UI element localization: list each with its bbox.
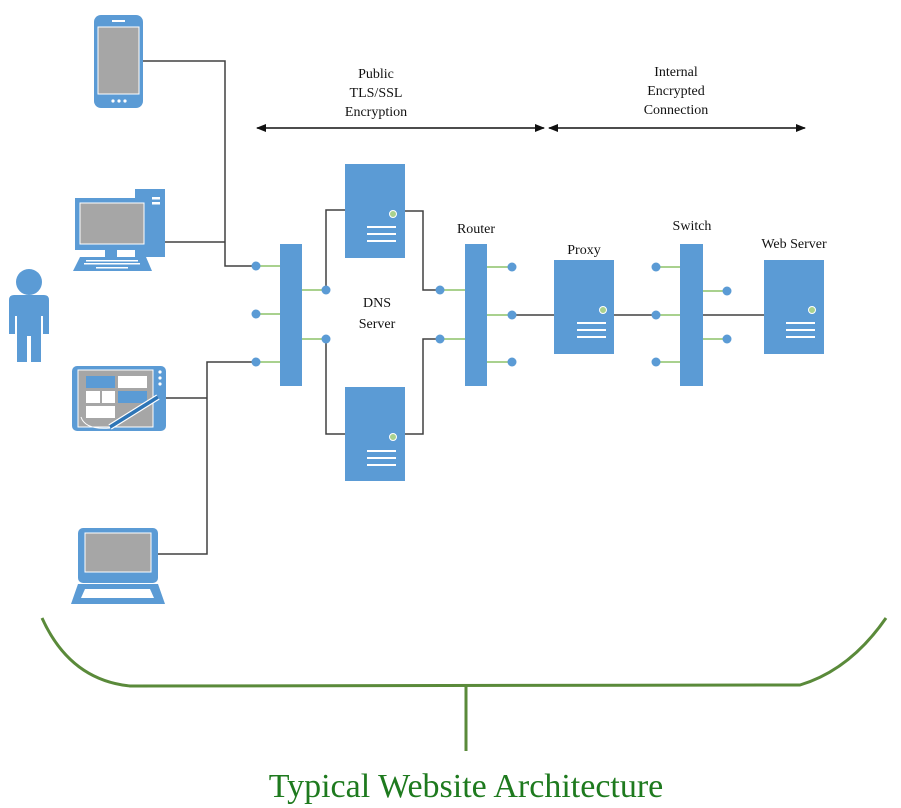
diagram-title: Typical Website Architecture bbox=[269, 768, 664, 805]
desktop-computer-icon bbox=[73, 189, 165, 271]
wire-dns1-router bbox=[404, 210, 440, 291]
internal-label-line-3: Connection bbox=[644, 103, 709, 118]
server-icon bbox=[345, 164, 405, 258]
wires bbox=[143, 60, 765, 555]
router-port[interactable] bbox=[507, 357, 517, 367]
hub-port[interactable] bbox=[321, 285, 331, 295]
router-port[interactable] bbox=[435, 334, 445, 344]
router-port[interactable] bbox=[435, 285, 445, 295]
hub-port[interactable] bbox=[321, 334, 331, 344]
switch-port[interactable] bbox=[722, 334, 732, 344]
hub-port[interactable] bbox=[251, 309, 261, 319]
server-icon bbox=[764, 260, 824, 354]
hub-bar bbox=[280, 244, 302, 386]
internal-encryption-annotation: Internal Encrypted Connection bbox=[548, 65, 806, 132]
switch-bar bbox=[680, 244, 703, 386]
ingress-hub bbox=[251, 244, 331, 386]
router-port[interactable] bbox=[507, 262, 517, 272]
laptop-icon bbox=[71, 528, 165, 604]
status-led-icon bbox=[599, 306, 607, 314]
router-port[interactable] bbox=[507, 310, 517, 320]
hub-port[interactable] bbox=[251, 357, 261, 367]
router-bar bbox=[465, 244, 487, 386]
public-label-line-2: TLS/SSL bbox=[350, 86, 403, 101]
server-icon bbox=[345, 387, 405, 481]
dns-label-line-1: DNS bbox=[363, 296, 391, 311]
wire-dns2-router bbox=[404, 338, 440, 435]
status-led-icon bbox=[808, 306, 816, 314]
switch-port[interactable] bbox=[651, 357, 661, 367]
status-led-icon bbox=[389, 433, 397, 441]
wire-hub-dns2 bbox=[325, 339, 346, 435]
wire-laptop-hub bbox=[158, 361, 256, 555]
switch-port[interactable] bbox=[722, 286, 732, 296]
switch-port[interactable] bbox=[651, 310, 661, 320]
dns-server-secondary[interactable] bbox=[345, 387, 405, 481]
proxy-label: Proxy bbox=[567, 243, 600, 258]
switch-port[interactable] bbox=[651, 262, 661, 272]
smartphone-icon bbox=[94, 15, 143, 108]
public-encryption-annotation: Public TLS/SSL Encryption bbox=[256, 67, 545, 132]
web-server[interactable]: Web Server bbox=[761, 237, 827, 354]
switch-label: Switch bbox=[673, 219, 712, 234]
router[interactable]: Router bbox=[435, 222, 517, 386]
public-label-line-3: Encryption bbox=[345, 105, 407, 120]
hub-port[interactable] bbox=[251, 261, 261, 271]
internal-label-line-2: Encrypted bbox=[647, 84, 705, 99]
person-icon bbox=[9, 269, 49, 362]
wire-hub-dns1 bbox=[325, 209, 346, 290]
wire-phone-hub bbox=[143, 60, 256, 267]
public-label-line-1: Public bbox=[358, 67, 394, 82]
router-label: Router bbox=[457, 222, 495, 237]
grouping-bracket bbox=[40, 617, 888, 751]
internal-label-line-1: Internal bbox=[654, 65, 698, 80]
network-switch[interactable]: Switch bbox=[651, 219, 732, 386]
dns-server-primary[interactable] bbox=[345, 164, 405, 258]
webserver-label: Web Server bbox=[761, 237, 827, 252]
tablet-pen-icon bbox=[72, 366, 166, 431]
status-led-icon bbox=[389, 210, 397, 218]
dns-label-line-2: Server bbox=[359, 317, 396, 332]
proxy-server[interactable]: Proxy bbox=[554, 243, 614, 354]
